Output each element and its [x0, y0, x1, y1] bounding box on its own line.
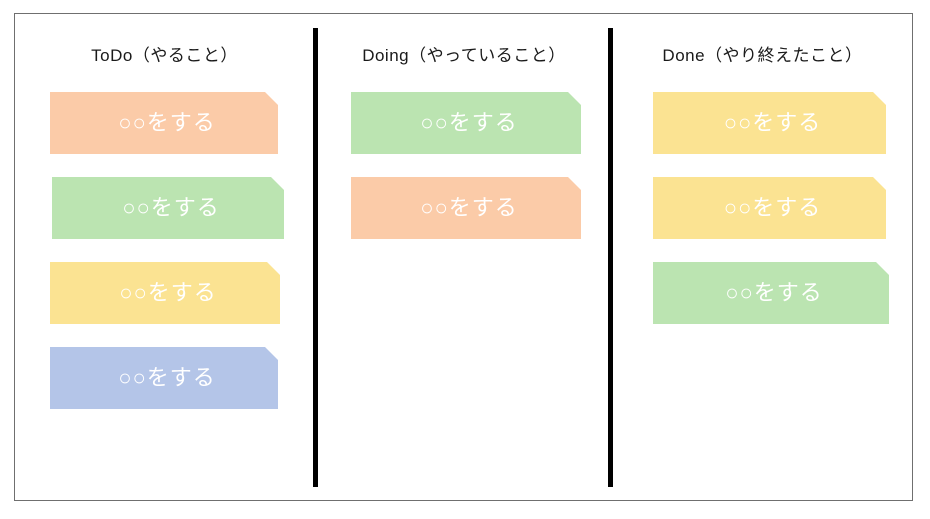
- card-label: ○○をする: [118, 110, 216, 135]
- card-label: ○○をする: [420, 110, 518, 135]
- column-doing: Doing（やっていること） ○○をする ○○をする: [319, 14, 609, 500]
- column-todo: ToDo（やること） ○○をする ○○をする ○○をする ○○をする: [15, 14, 314, 500]
- card-done-3[interactable]: ○○をする: [653, 262, 889, 324]
- card-todo-1[interactable]: ○○をする: [50, 92, 278, 154]
- card-stack-todo: ○○をする ○○をする ○○をする ○○をする: [15, 92, 314, 432]
- card-stack-done: ○○をする ○○をする ○○をする: [614, 92, 911, 347]
- card-label: ○○をする: [119, 280, 217, 305]
- column-divider-2: [608, 28, 613, 487]
- card-todo-3[interactable]: ○○をする: [50, 262, 280, 324]
- card-doing-2[interactable]: ○○をする: [351, 177, 581, 239]
- kanban-board-frame: ToDo（やること） ○○をする ○○をする ○○をする ○○をする Doing…: [14, 13, 913, 501]
- card-todo-4[interactable]: ○○をする: [50, 347, 278, 409]
- column-header-todo: ToDo（やること）: [91, 46, 238, 65]
- card-stack-doing: ○○をする ○○をする: [319, 92, 609, 262]
- card-label: ○○をする: [725, 280, 823, 305]
- column-header-doing: Doing（やっていること）: [362, 46, 566, 65]
- card-label: ○○をする: [723, 110, 822, 135]
- card-label: ○○をする: [420, 195, 518, 220]
- card-todo-2[interactable]: ○○をする: [52, 177, 284, 239]
- column-header-done: Done（やり終えたこと）: [662, 46, 863, 65]
- card-done-1[interactable]: ○○をする: [653, 92, 886, 154]
- card-label: ○○をする: [122, 195, 220, 220]
- card-done-2[interactable]: ○○をする: [653, 177, 886, 239]
- card-label: ○○をする: [118, 365, 216, 390]
- column-done: Done（やり終えたこと） ○○をする ○○をする ○○をする: [614, 14, 911, 500]
- column-divider-1: [313, 28, 318, 487]
- card-label: ○○をする: [723, 195, 822, 220]
- card-doing-1[interactable]: ○○をする: [351, 92, 581, 154]
